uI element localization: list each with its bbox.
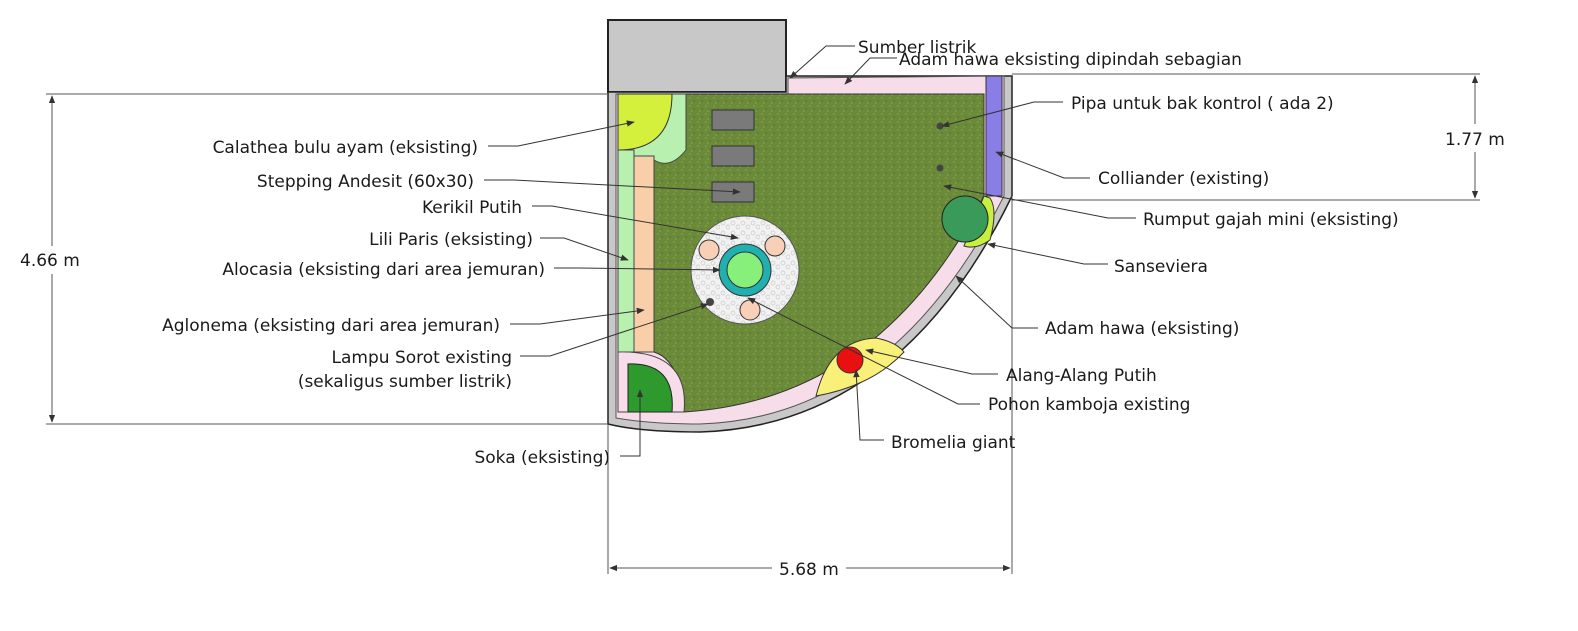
alocasia-plant (764, 235, 786, 257)
label-lampu-2: (sekaligus sumber listrik) (298, 372, 512, 392)
label-alang: Alang-Alang Putih (1006, 366, 1157, 386)
label-sumber-listrik: Sumber listrik (858, 38, 976, 58)
dim-partial-label: 1.77 m (1445, 130, 1505, 150)
label-calathea: Calathea bulu ayam (eksisting) (213, 138, 478, 158)
alang-alang-center (726, 251, 764, 289)
label-sanseviera: Sanseviera (1114, 257, 1208, 277)
label-rumput: Rumput gajah mini (eksisting) (1143, 210, 1399, 230)
pipa-bak-kontrol (936, 164, 944, 172)
building-block (607, 19, 787, 93)
label-lili: Lili Paris (eksisting) (369, 230, 533, 250)
label-kerikil: Kerikil Putih (422, 198, 522, 218)
dimension-width (607, 196, 1013, 574)
label-alocasia: Alocasia (eksisting dari area jemuran) (222, 260, 545, 280)
dimension-partial (1012, 73, 1480, 201)
sanseviera-shrub (941, 195, 989, 243)
soka-plant (627, 363, 673, 413)
lampu-sorot (706, 298, 714, 306)
dim-width-label: 5.68 m (779, 560, 839, 580)
alocasia-plant (698, 239, 720, 261)
dimension-height (46, 93, 608, 425)
dim-height-label: 4.66 m (20, 251, 80, 271)
label-kamboja: Pohon kamboja existing (988, 395, 1190, 415)
bromelia-plant (836, 346, 864, 374)
label-stepping: Stepping Andesit (60x30) (257, 172, 474, 192)
stepping-stone (711, 145, 755, 167)
aglonema-strip (633, 155, 655, 353)
label-aglonema: Aglonema (eksisting dari area jemuran) (162, 316, 500, 336)
lili-paris-strip (617, 149, 635, 353)
label-colliander: Colliander (existing) (1098, 169, 1269, 189)
stepping-stone (711, 109, 755, 131)
label-lampu-1: Lampu Sorot existing (332, 348, 512, 368)
colliander-strip (985, 75, 1003, 197)
label-bromelia: Bromelia giant (891, 433, 1016, 453)
lawn-area (653, 93, 985, 413)
label-adam-hawa: Adam hawa (eksisting) (1045, 319, 1239, 339)
label-adam-hawa-pindah: Adam hawa eksisting dipindah sebagian (899, 50, 1242, 70)
label-soka: Soka (eksisting) (474, 448, 610, 468)
label-pipa: Pipa untuk bak kontrol ( ada 2) (1071, 94, 1334, 114)
